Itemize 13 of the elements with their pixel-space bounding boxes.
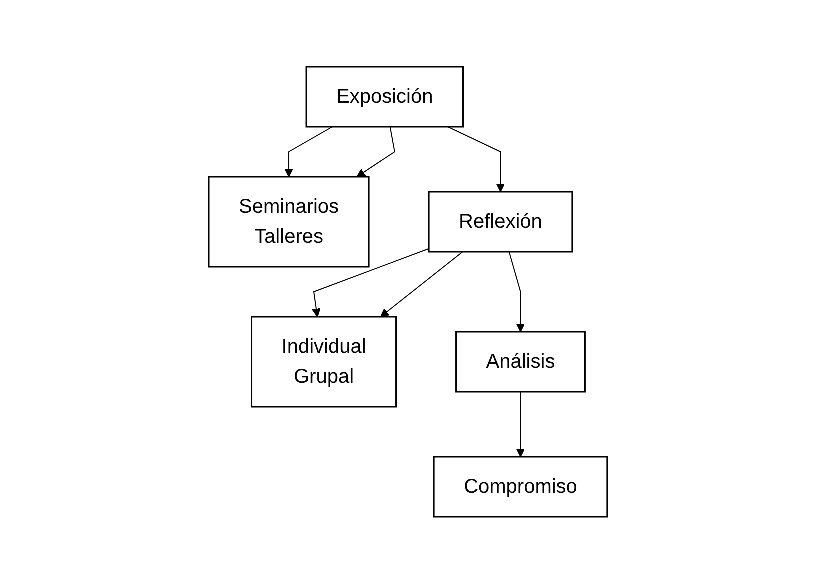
arrow xyxy=(509,251,526,332)
node-box: Compromiso xyxy=(434,456,608,518)
arrow xyxy=(356,126,396,177)
arrow xyxy=(312,248,430,317)
node-box: Análisis xyxy=(456,330,586,392)
node-box: Individual Grupal xyxy=(251,316,398,408)
node-box: Exposición xyxy=(306,66,464,128)
arrow xyxy=(448,126,506,192)
node-box: Seminarios Talleres xyxy=(208,176,370,268)
node-box: Reflexión xyxy=(428,190,574,252)
arrow xyxy=(516,391,526,457)
arrow xyxy=(284,126,334,177)
arrow xyxy=(380,251,464,317)
